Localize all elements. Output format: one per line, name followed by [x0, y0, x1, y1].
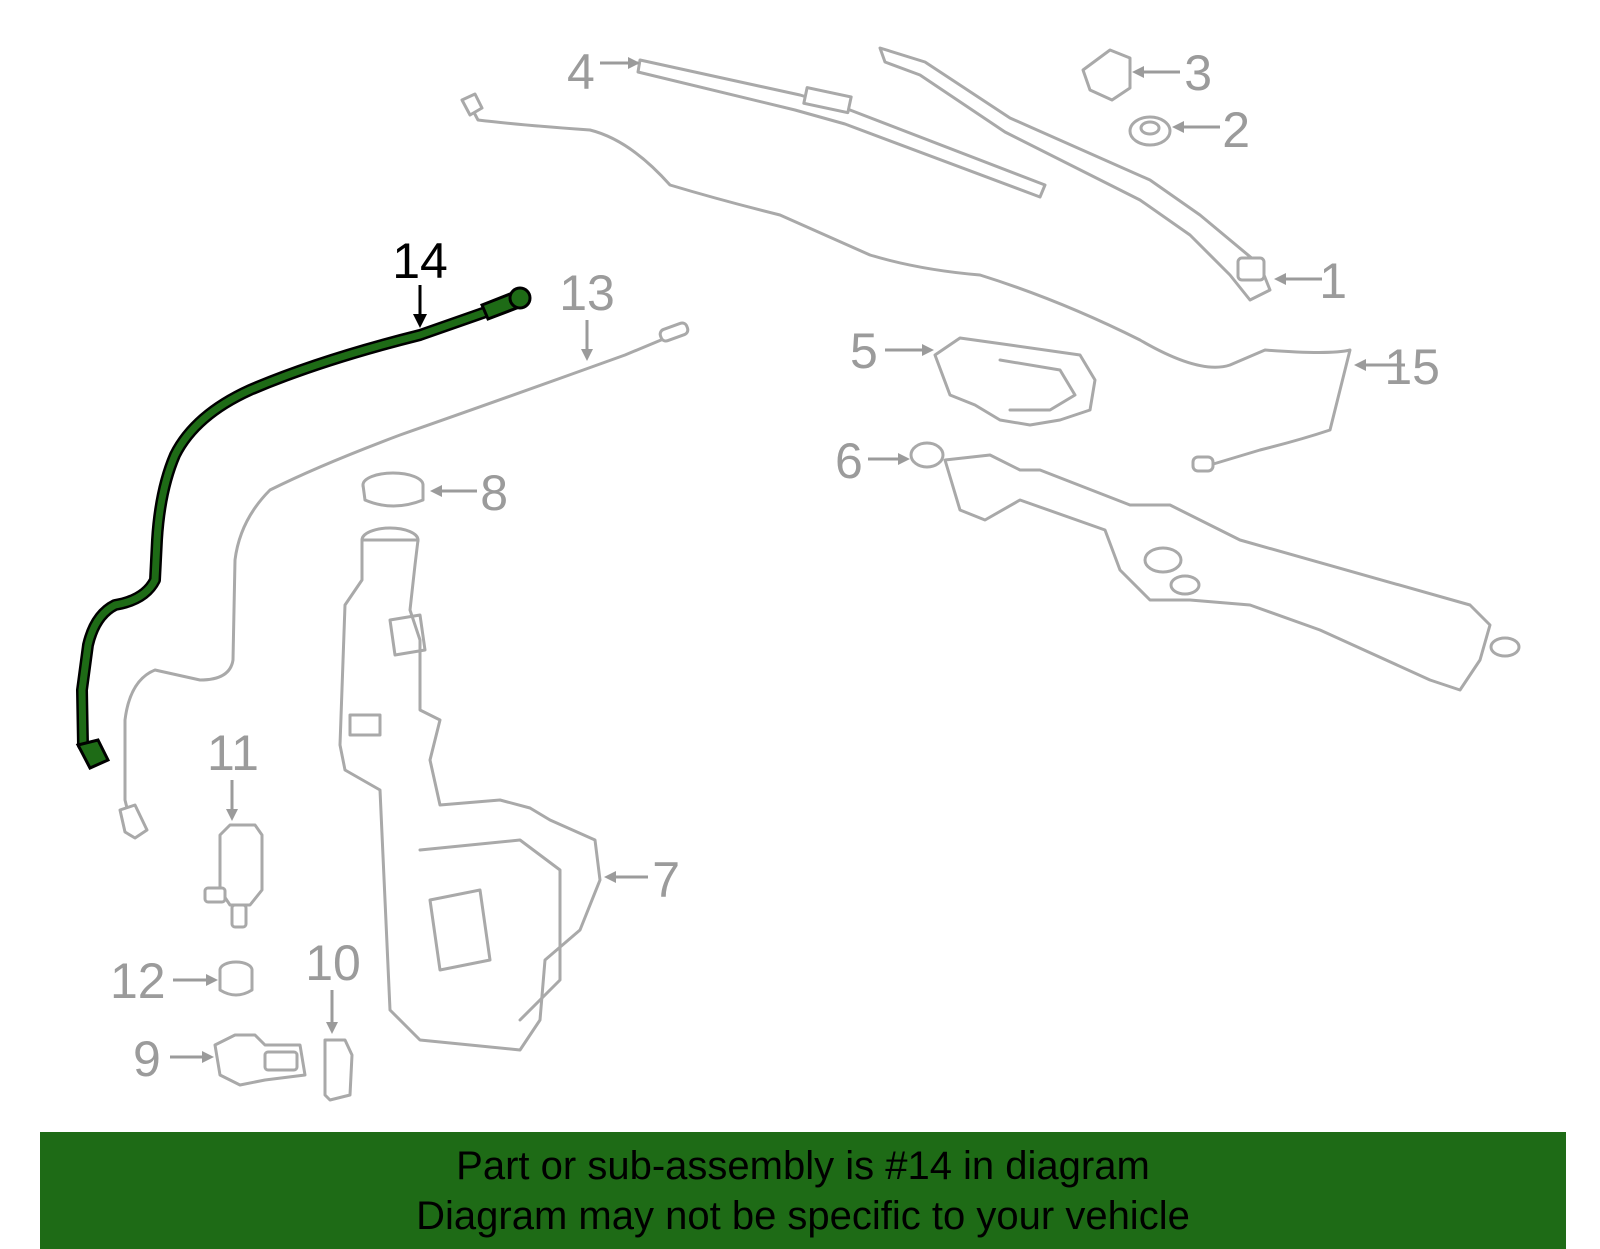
callout-10: 10	[305, 935, 361, 991]
wiper-arm-part-1[interactable]	[878, 46, 1272, 302]
callout-1: 1	[1319, 253, 1347, 309]
callout-15: 15	[1384, 339, 1440, 395]
callout-3: 3	[1184, 45, 1212, 101]
callout-2: 2	[1222, 102, 1250, 158]
washer-hose-part-13[interactable]	[118, 321, 690, 840]
nut-part-2[interactable]	[1128, 115, 1172, 147]
wiper-blade-part-4[interactable]	[636, 58, 1047, 199]
leader-arrows	[170, 57, 1405, 1063]
callout-6: 6	[835, 433, 863, 489]
callout-8: 8	[480, 465, 508, 521]
washer-hose-part-15[interactable]	[460, 92, 1352, 473]
bracket-part-10[interactable]	[323, 1038, 354, 1102]
callout-labels: 1 2 3 4 5 6 7 8 9 10 11 12 13 14 15	[110, 44, 1440, 1087]
reservoir-cap-part-8[interactable]	[361, 471, 425, 508]
callout-9: 9	[133, 1031, 161, 1087]
grommet-part-12[interactable]	[218, 960, 254, 997]
parts-diagram: 1 2 3 4 5 6 7 8 9 10 11 12 13 14 15	[75, 44, 1521, 1102]
callout-12: 12	[110, 953, 166, 1009]
wiper-linkage-part-6[interactable]	[909, 441, 1521, 692]
callout-5: 5	[850, 323, 878, 379]
callout-4: 4	[567, 44, 595, 100]
washer-hose-part-14-highlighted[interactable]	[75, 286, 532, 770]
banner-line-part-number: Part or sub-assembly is #14 in diagram	[456, 1143, 1150, 1188]
connector-part-9[interactable]	[213, 1033, 307, 1087]
wiper-cap-part-3[interactable]	[1081, 48, 1132, 102]
callout-14-highlighted: 14	[392, 233, 448, 289]
banner-line-disclaimer: Diagram may not be specific to your vehi…	[416, 1193, 1190, 1238]
washer-pump-part-11[interactable]	[203, 823, 264, 929]
wiper-motor-part-5[interactable]	[933, 336, 1097, 427]
callout-11: 11	[207, 725, 259, 781]
callout-7: 7	[652, 852, 680, 908]
info-banner: Part or sub-assembly is #14 in diagram D…	[40, 1132, 1566, 1249]
callout-13: 13	[559, 265, 615, 321]
washer-reservoir-part-7[interactable]	[338, 526, 602, 1052]
